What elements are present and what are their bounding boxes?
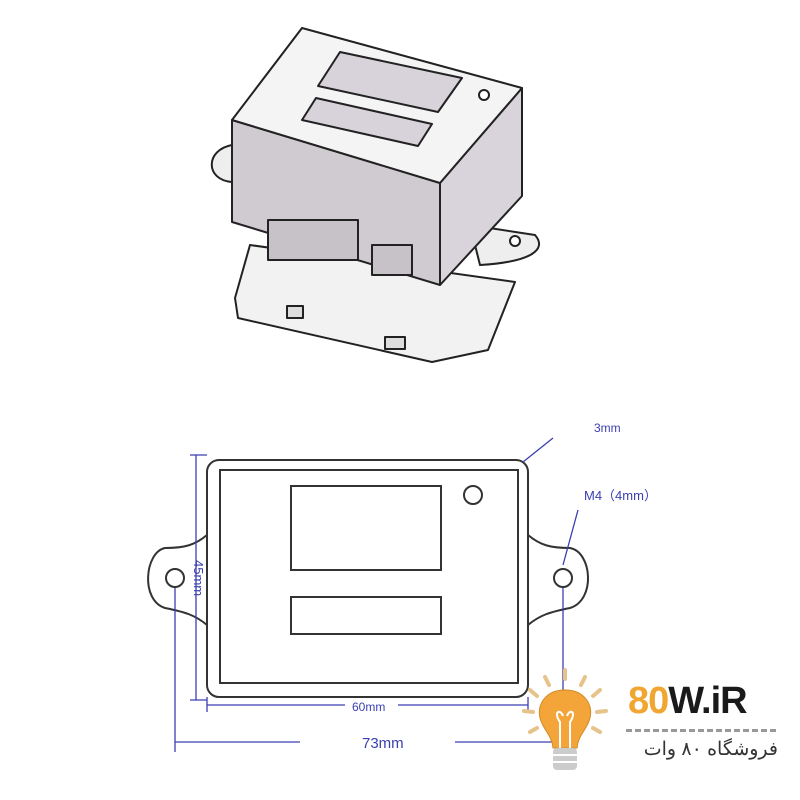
total-width-label: 73mm (362, 735, 404, 752)
mount-hole-right (553, 568, 573, 588)
hole-size-label: M4（4mm） (584, 488, 657, 503)
mount-hole-left (165, 568, 185, 588)
logo-text: W.iR (668, 680, 747, 722)
pcb-connector (286, 305, 304, 319)
height-label: 45mm (191, 560, 206, 596)
led-hole (463, 485, 483, 505)
terminal-tab (267, 219, 359, 261)
display-window-bottom (290, 596, 442, 635)
inner-width-label: 60mm (352, 700, 385, 714)
mount-ear-left (147, 534, 208, 626)
pcb-connector (384, 336, 406, 350)
mount-ear-left (210, 144, 233, 183)
display-window-top (290, 485, 442, 571)
front-view (147, 459, 589, 698)
logo-subtitle: فروشگاه ۸۰ وات (643, 739, 778, 760)
display-window-top (317, 51, 463, 113)
dimension-labels: 3mm M4（4mm） 45mm 60mm 73mm (191, 421, 657, 752)
ear-hole (509, 235, 521, 247)
logo-wordmark: 80W.iR (628, 680, 748, 723)
logo-divider (626, 729, 776, 732)
mount-ear-right (527, 534, 589, 626)
corner-radius-label: 3mm (594, 421, 621, 435)
box-top-face (231, 27, 523, 184)
outer-frame (206, 459, 529, 698)
display-window-bottom (301, 97, 433, 147)
inner-frame (219, 469, 519, 684)
terminal-tab (371, 244, 413, 276)
led-hole (478, 89, 490, 101)
logo-number: 80 (628, 680, 669, 722)
lightbulb-logo-icon (522, 668, 608, 770)
isometric-view (210, 27, 541, 363)
